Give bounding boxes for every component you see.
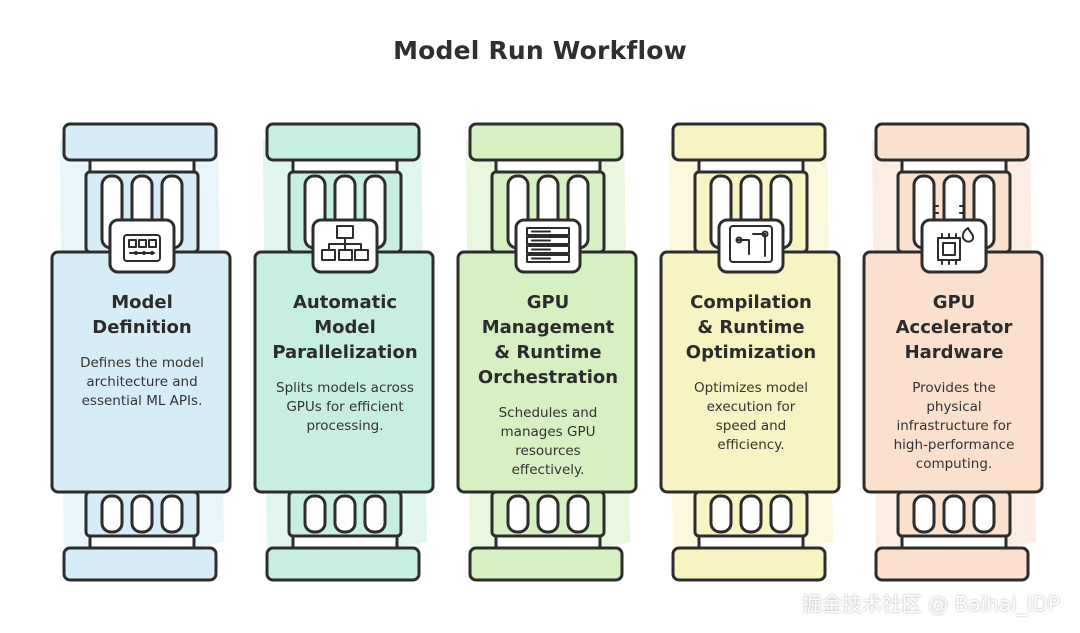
pillar-description-line: efficiency. (717, 437, 785, 453)
pillar-title-line: GPU (932, 292, 976, 313)
pillar-title-line: Model (314, 317, 376, 338)
pillar-description-line: Defines the model (80, 355, 204, 371)
pillar-description-line: resources (515, 443, 581, 459)
pillar-title-line: Accelerator (895, 317, 1013, 338)
pillar-title-line: Management (481, 317, 615, 338)
base-slab (62, 546, 218, 582)
pillar-description-line: architecture and (86, 374, 198, 390)
pillar-description-line: high-performance (893, 437, 1015, 453)
pillar-title-line: Optimization (685, 342, 817, 363)
pillar-description-line: Provides the (912, 380, 996, 396)
shaft-flute (769, 494, 793, 534)
pillar-description: Defines the model architecture and essenti… (58, 354, 226, 411)
shaft-flute (160, 494, 184, 534)
pillar-description-line: speed and (715, 418, 787, 434)
pipeline-icon (729, 225, 773, 263)
pillar-title-line: Hardware (904, 342, 1004, 363)
base-slab (265, 546, 421, 582)
server-stack-icon (526, 227, 570, 263)
shaft-flute (972, 494, 996, 534)
pillar-description-line: physical (926, 399, 982, 415)
shaft-flute (363, 494, 387, 534)
pillar-description-line: execution for (706, 399, 796, 415)
pillar-description-line: manages GPU (500, 424, 596, 440)
pillar-description: Provides the physical infrastructure for hi… (870, 379, 1038, 474)
diagram-title: Model Run Workflow (393, 36, 687, 65)
shaft-flute (506, 494, 530, 534)
shaft-flute (709, 494, 733, 534)
watermark: 掘金技术社区 @ Baihai_IDP (801, 592, 1060, 616)
pillar-title-line: GPU (526, 292, 570, 313)
pillar-description-line: essential ML APIs. (81, 393, 203, 409)
pillar-title-line: Compilation (690, 292, 812, 313)
shaft-flute (100, 494, 124, 534)
shaft-flute (942, 494, 966, 534)
pillar-title-line: & Runtime (697, 317, 805, 338)
pillar-description-line: effectively. (511, 462, 585, 478)
pillar-description-line: Schedules and (498, 405, 598, 421)
pillar-title-line: Parallelization (272, 342, 418, 363)
network-icon (321, 225, 369, 261)
model-icon (123, 234, 161, 262)
pillar-description-line: computing. (915, 456, 993, 472)
pillar-description-line: Optimizes model (694, 380, 808, 396)
pillar-description-line: GPUs for efficient (286, 399, 404, 415)
pillar-graphic (862, 122, 1044, 582)
pillar-description-line: infrastructure for (896, 418, 1012, 434)
shaft-flute (333, 494, 357, 534)
pillar-graphic (456, 122, 638, 582)
shaft-flute (130, 494, 154, 534)
base-slab (874, 546, 1030, 582)
pillar-description-line: Splits models across (276, 380, 414, 396)
pillar-graphic (50, 122, 232, 582)
pillar-description-line: processing. (306, 418, 384, 434)
pillar-title-line: Automatic (292, 292, 398, 313)
pillar-title-line: Definition (92, 317, 192, 338)
shaft-flute (303, 494, 327, 534)
shaft-flute (739, 494, 763, 534)
pillar-graphic (659, 122, 841, 582)
base-slab (468, 546, 624, 582)
pillar-title-line: & Runtime (494, 342, 602, 363)
pillar-graphic (253, 122, 435, 582)
base-slab (671, 546, 827, 582)
pillar-title-line: Model (111, 292, 173, 313)
pillar-title-line: Orchestration (477, 367, 619, 388)
shaft-flute (566, 494, 590, 534)
pillar-description: Schedules and manages GPU resources effecti… (464, 404, 632, 480)
shaft-flute (536, 494, 560, 534)
chip-fire-icon (933, 205, 975, 265)
shaft-flute (912, 494, 936, 534)
pillar-description: Optimizes model execution for speed and eff… (667, 379, 835, 455)
